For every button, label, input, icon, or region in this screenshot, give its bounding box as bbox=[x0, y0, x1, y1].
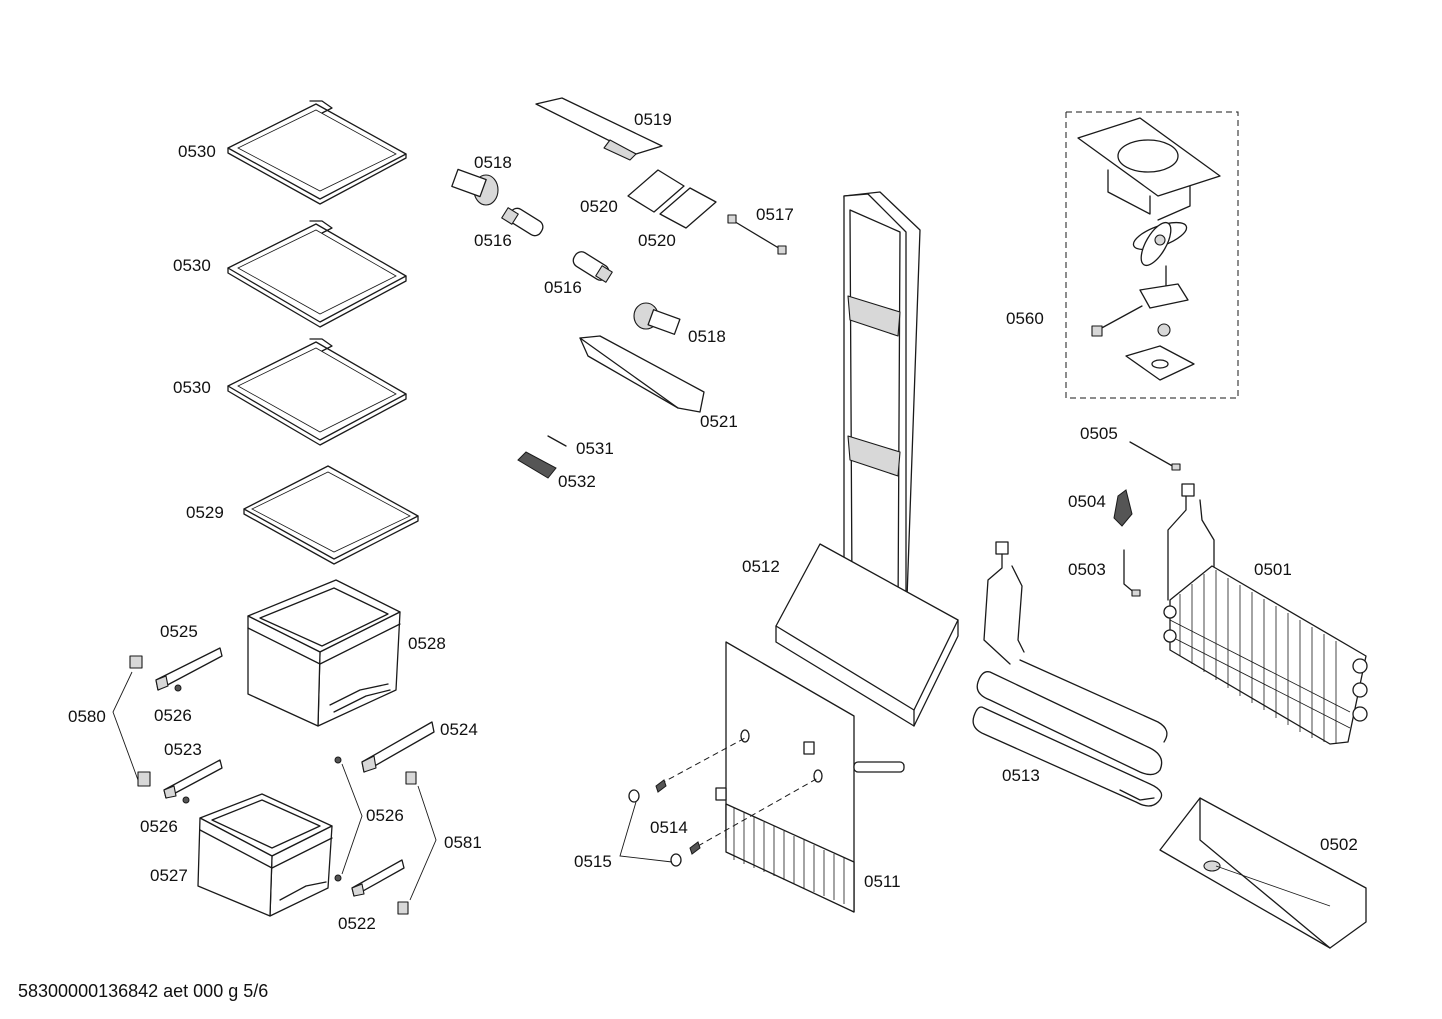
defrost-heater-0513 bbox=[972, 541, 1168, 807]
lamp-cover-0521 bbox=[579, 335, 705, 413]
label-0525: 0525 bbox=[160, 622, 198, 641]
label-0526: 0526 bbox=[140, 817, 178, 836]
glass-shelf-0530-middle bbox=[227, 220, 407, 328]
drip-tray-0502 bbox=[1159, 797, 1367, 949]
rail-clips-0580 bbox=[112, 655, 151, 787]
label-0581: 0581 bbox=[444, 833, 482, 852]
label-0501: 0501 bbox=[1254, 560, 1292, 579]
cover-0519 bbox=[535, 97, 663, 161]
fan-blade bbox=[1132, 221, 1188, 267]
label-0518: 0518 bbox=[688, 327, 726, 346]
lamp-socket-0518-top bbox=[451, 168, 499, 206]
label-0522: 0522 bbox=[338, 914, 376, 933]
heater-wire-0503 bbox=[1123, 549, 1141, 597]
label-0514: 0514 bbox=[650, 818, 688, 837]
glass-shelf-0530-top bbox=[227, 100, 407, 205]
document-id-footer: 58300000136842 aet 000 g 5/6 bbox=[18, 981, 269, 1001]
label-0520: 0520 bbox=[638, 231, 676, 250]
label-0530: 0530 bbox=[173, 256, 211, 275]
crisper-drawer-0528 bbox=[247, 579, 401, 727]
label-0512: 0512 bbox=[742, 557, 780, 576]
switch-0532 bbox=[517, 451, 557, 479]
bulb-0516-top bbox=[501, 207, 544, 237]
label-0503: 0503 bbox=[1068, 560, 1106, 579]
label-0513: 0513 bbox=[1002, 766, 1040, 785]
label-0515: 0515 bbox=[574, 852, 612, 871]
label-0511: 0511 bbox=[864, 872, 901, 891]
pin-0531 bbox=[547, 435, 567, 447]
evaporator-fins bbox=[1169, 570, 1351, 744]
label-0531: 0531 bbox=[576, 439, 614, 458]
label-0530: 0530 bbox=[173, 378, 211, 397]
glass-shelf-0530-lower bbox=[227, 338, 407, 446]
screws-0526 bbox=[334, 756, 363, 882]
label-0519: 0519 bbox=[634, 110, 672, 129]
crisper-drawer-0527 bbox=[197, 793, 333, 917]
clip-0504 bbox=[1113, 489, 1133, 527]
bulb-0516-lower bbox=[572, 251, 613, 283]
label-0528: 0528 bbox=[408, 634, 446, 653]
label-0517: 0517 bbox=[756, 205, 794, 224]
evaporator-0501 bbox=[1163, 483, 1368, 745]
grille bbox=[733, 808, 845, 904]
glass-shelf-0529 bbox=[243, 465, 419, 565]
label-0524: 0524 bbox=[440, 720, 478, 739]
label-0516: 0516 bbox=[474, 231, 512, 250]
label-0502: 0502 bbox=[1320, 835, 1358, 854]
label-0523: 0523 bbox=[164, 740, 202, 759]
fan-assembly-0560 bbox=[1065, 111, 1239, 399]
label-0526: 0526 bbox=[154, 706, 192, 725]
label-0521: 0521 bbox=[700, 412, 738, 431]
label-0504: 0504 bbox=[1068, 492, 1106, 511]
label-0516: 0516 bbox=[544, 278, 582, 297]
label-0530: 0530 bbox=[178, 142, 216, 161]
wire-0517 bbox=[727, 214, 787, 255]
label-0580: 0580 bbox=[68, 707, 106, 726]
label-0532: 0532 bbox=[558, 472, 596, 491]
label-0520: 0520 bbox=[580, 197, 618, 216]
sensor-0505 bbox=[1129, 441, 1181, 471]
drawer-rail-0525 bbox=[155, 647, 223, 692]
label-0560: 0560 bbox=[1006, 309, 1044, 328]
label-0526: 0526 bbox=[366, 806, 404, 825]
screws-0514-0515 bbox=[619, 737, 819, 867]
rail-clips-0581 bbox=[397, 771, 437, 915]
diffuser-0520 bbox=[627, 169, 717, 229]
rear-panel-0511 bbox=[715, 641, 905, 913]
air-duct-0512 bbox=[775, 191, 959, 727]
label-0529: 0529 bbox=[186, 503, 224, 522]
drawer-rail-0524 bbox=[361, 721, 435, 773]
label-0518: 0518 bbox=[474, 153, 512, 172]
lamp-socket-0518-lower bbox=[633, 302, 681, 335]
label-0527: 0527 bbox=[150, 866, 188, 885]
drawer-rail-0523 bbox=[163, 759, 223, 804]
label-0505: 0505 bbox=[1080, 424, 1118, 443]
drawer-rail-0522 bbox=[351, 859, 405, 897]
